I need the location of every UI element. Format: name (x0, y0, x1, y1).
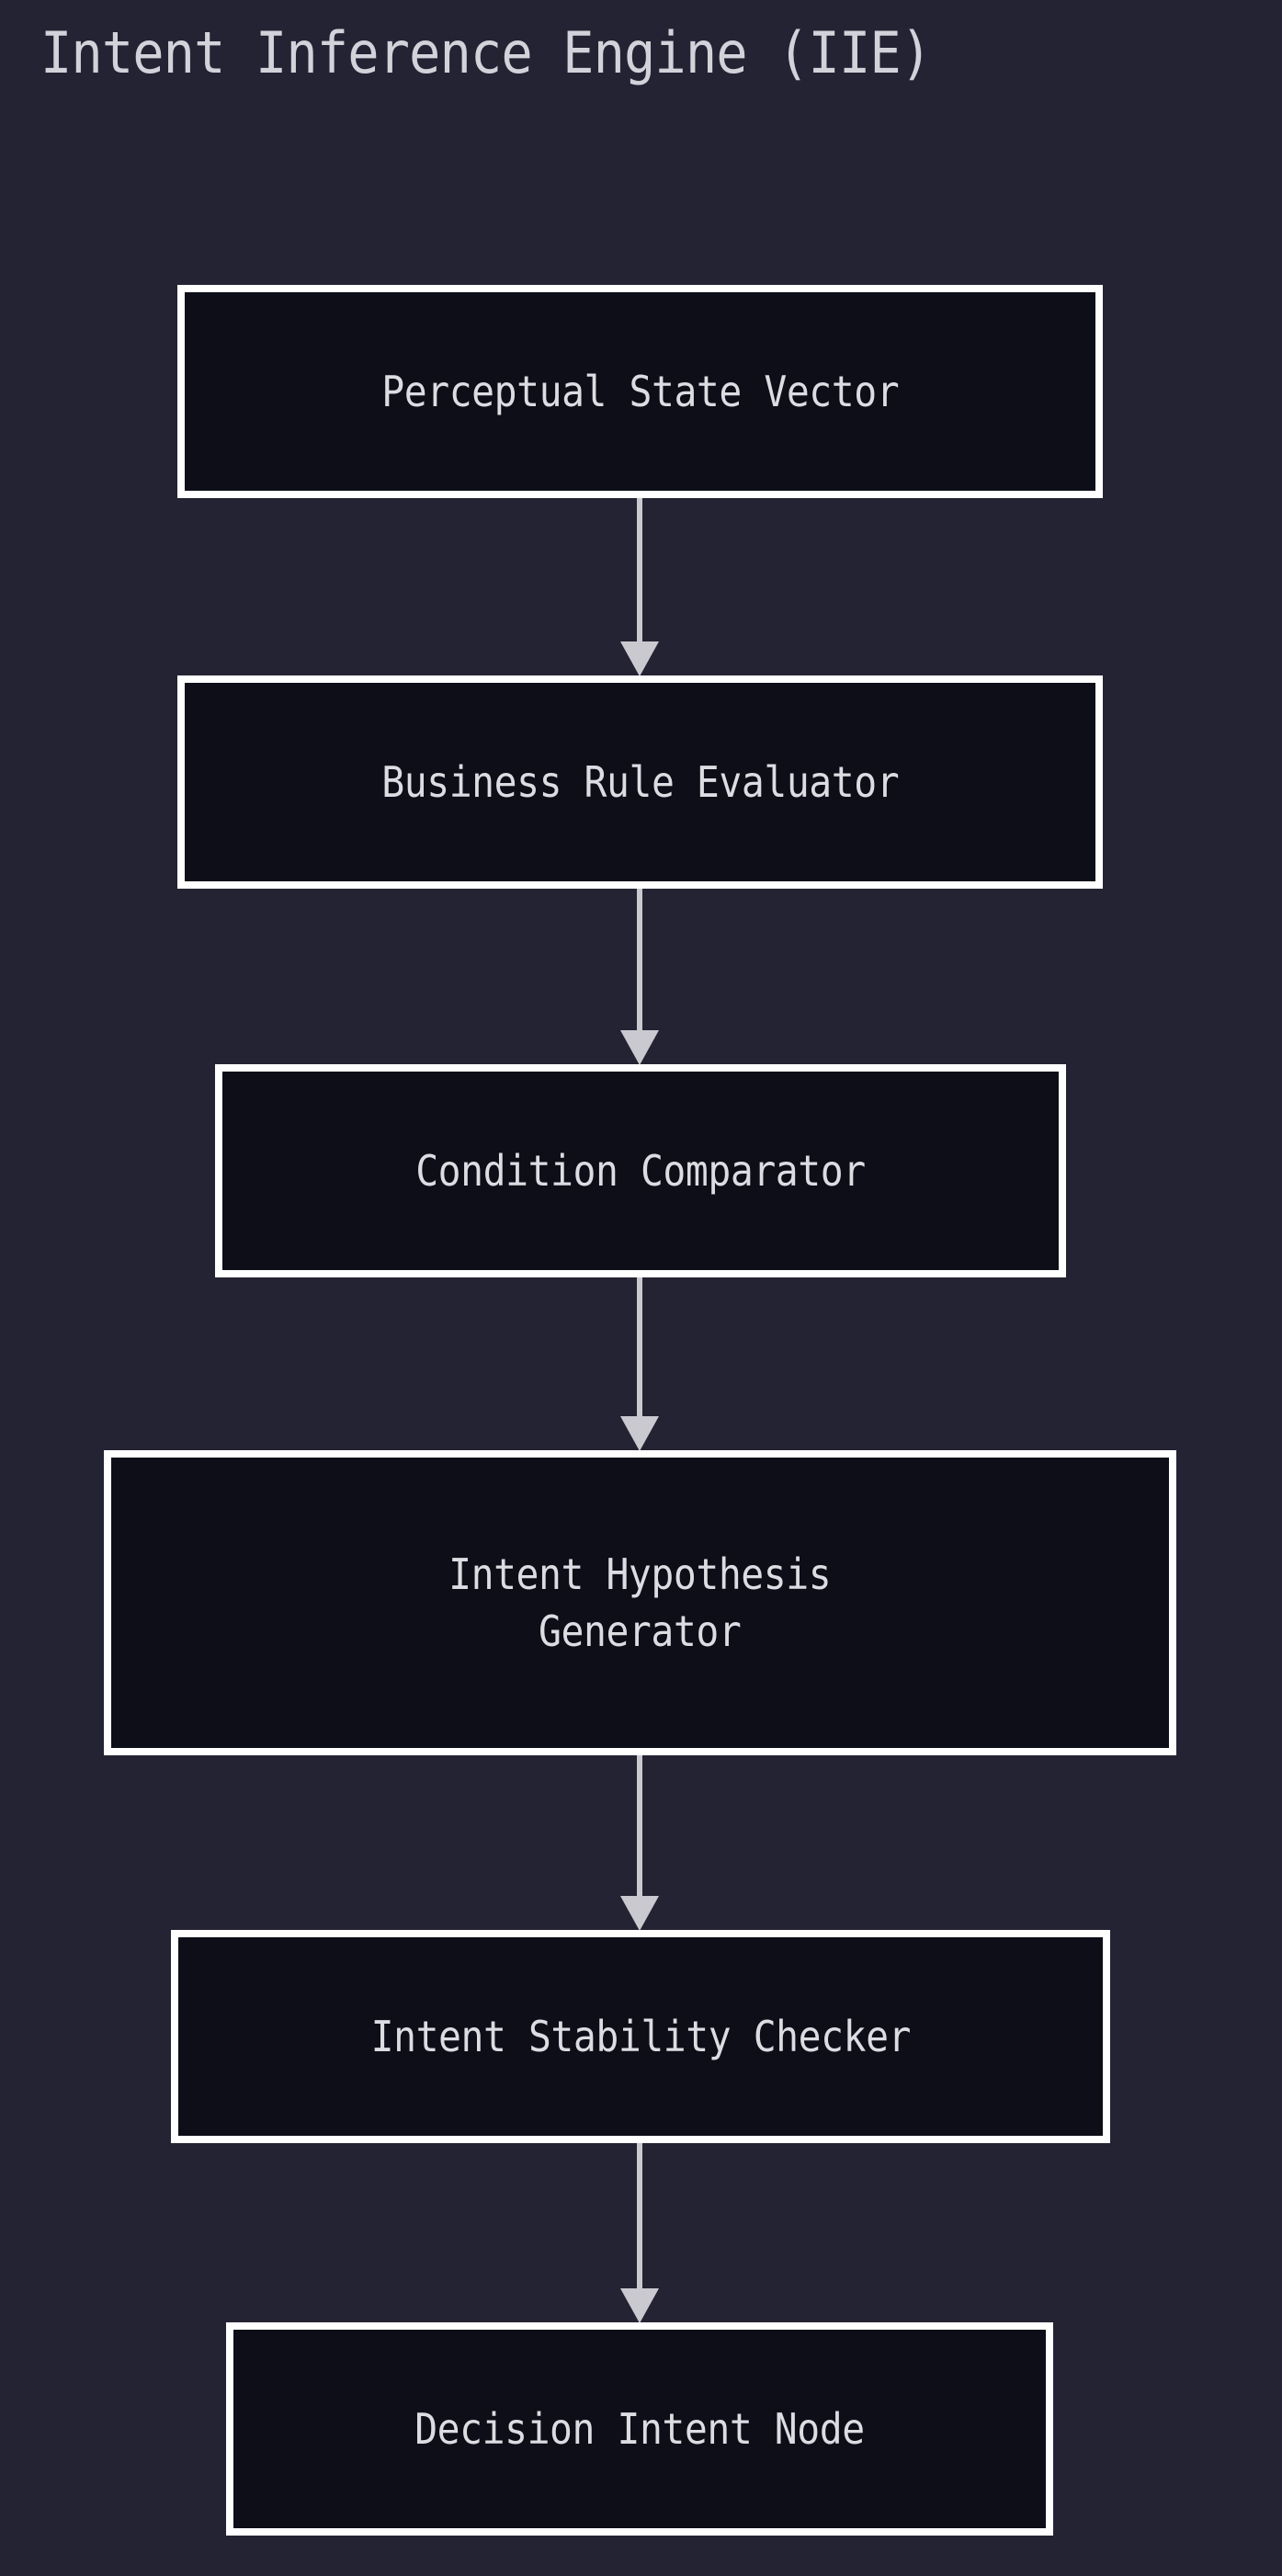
arrow-stem-icon (637, 2143, 642, 2290)
flow-node-business-rule-evaluator[interactable]: Business Rule Evaluator (177, 675, 1112, 898)
flow-node-label: Intent Stability Checker (370, 2012, 911, 2061)
flow-node-label: Condition Comparator (415, 1146, 866, 1196)
flow-node-condition-comparator[interactable]: Condition Comparator (215, 1064, 1075, 1287)
flow-node-label: Decision Intent Node (414, 2404, 865, 2454)
flow-arrow-2 (620, 889, 659, 1065)
arrow-head-icon (620, 2288, 659, 2323)
flow-arrow-3 (620, 1277, 659, 1451)
arrow-head-icon (620, 1030, 659, 1065)
arrow-stem-icon (637, 889, 642, 1032)
arrow-stem-icon (637, 1277, 642, 1418)
flow-node-intent-stability-checker[interactable]: Intent Stability Checker (171, 1930, 1119, 2152)
flow-node-perceptual-state-vector[interactable]: Perceptual State Vector (177, 285, 1112, 507)
flow-node-label: Perceptual State Vector (381, 367, 899, 416)
flow-node-intent-hypothesis-generator[interactable]: Intent Hypothesis Generator (104, 1450, 1186, 1765)
page-title: Intent Inference Engine (IIE) (40, 19, 932, 86)
flow-node-label: Intent Hypothesis Generator (448, 1549, 832, 1656)
arrow-stem-icon (637, 498, 642, 643)
flow-arrow-4 (620, 1755, 659, 1931)
arrow-head-icon (620, 641, 659, 676)
arrow-head-icon (620, 1896, 659, 1931)
arrow-stem-icon (637, 1755, 642, 1898)
flow-arrow-1 (620, 498, 659, 676)
flow-node-label: Business Rule Evaluator (381, 757, 899, 807)
arrow-head-icon (620, 1416, 659, 1451)
flow-arrow-5 (620, 2143, 659, 2323)
flow-node-decision-intent-node[interactable]: Decision Intent Node (226, 2322, 1062, 2545)
